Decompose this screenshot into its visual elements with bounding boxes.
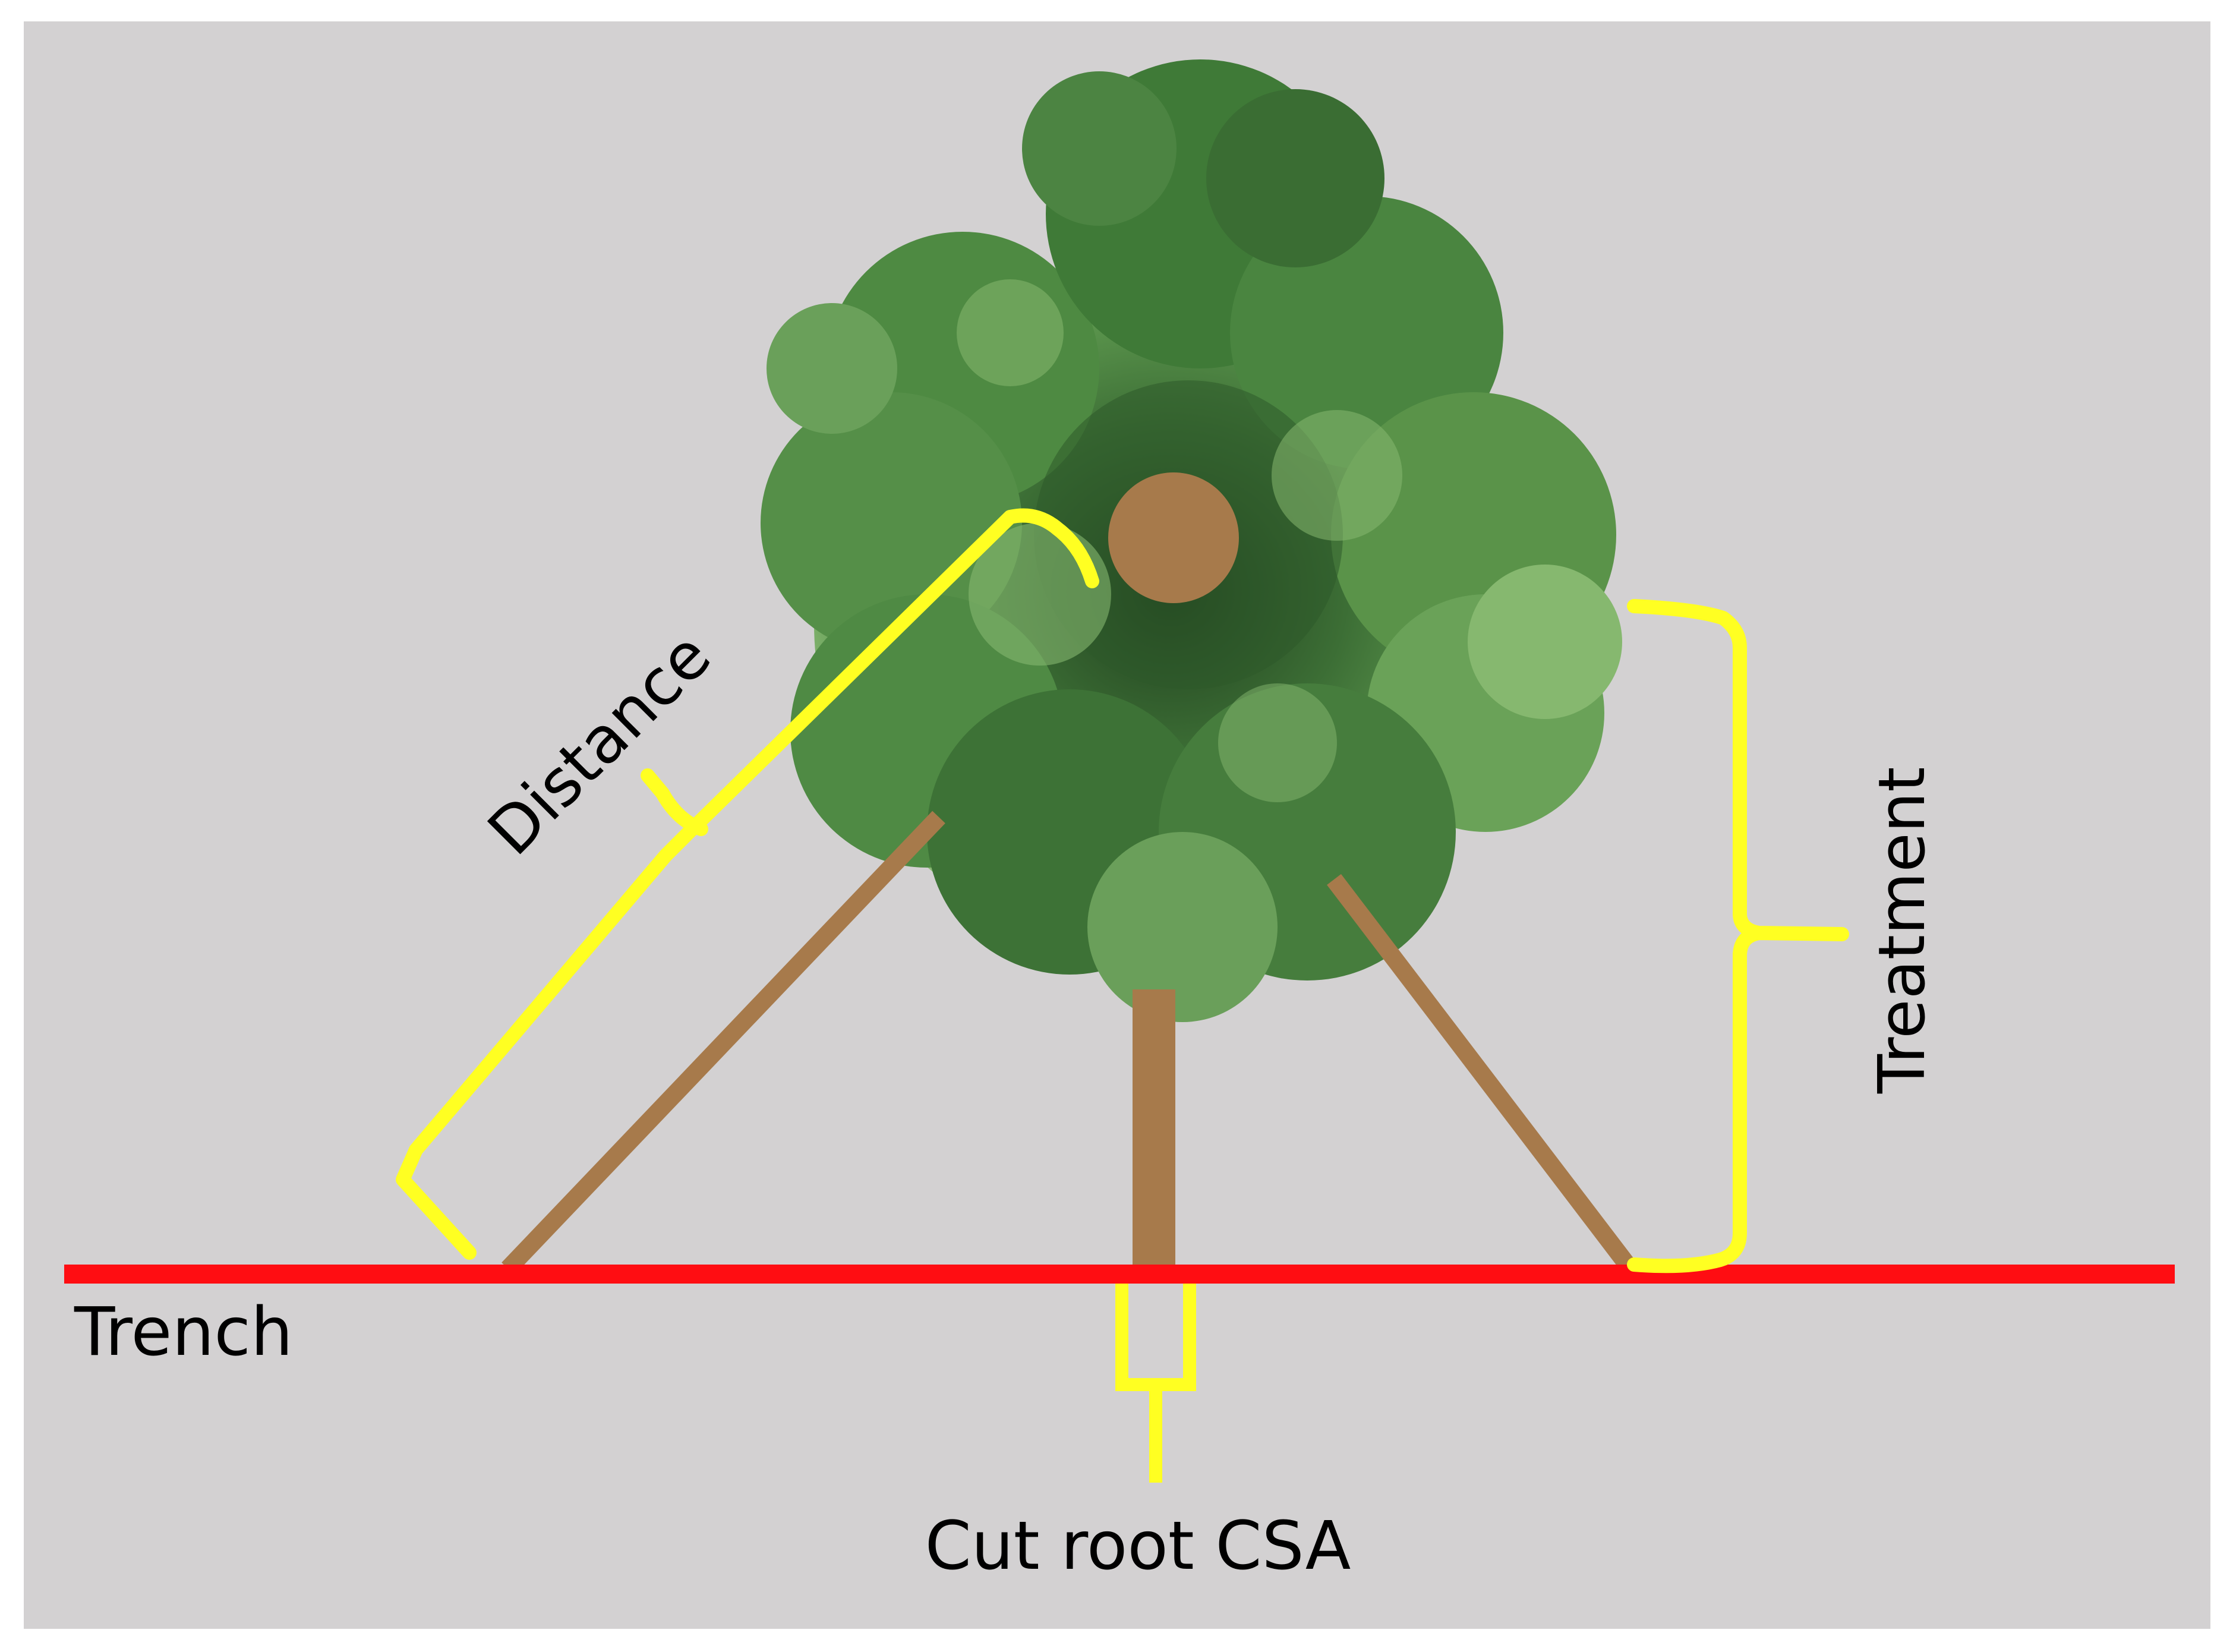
root-center: [1133, 989, 1175, 1272]
root-left: [502, 811, 945, 1275]
distance-bracket: [396, 508, 1099, 1260]
treatment-label: Treatment: [1865, 767, 1939, 1094]
trench-label: Trench: [74, 1294, 293, 1371]
tree-trunk-icon: [1108, 472, 1239, 603]
tree-canopy: [761, 59, 1622, 1022]
treatment-bracket: [1627, 599, 1849, 1273]
root-right: [1327, 874, 1635, 1272]
distance-bracket-tick: [641, 768, 708, 836]
cut-root-bracket: [1115, 1284, 1196, 1483]
cut-root-csa-label: Cut root CSA: [925, 1508, 1351, 1585]
